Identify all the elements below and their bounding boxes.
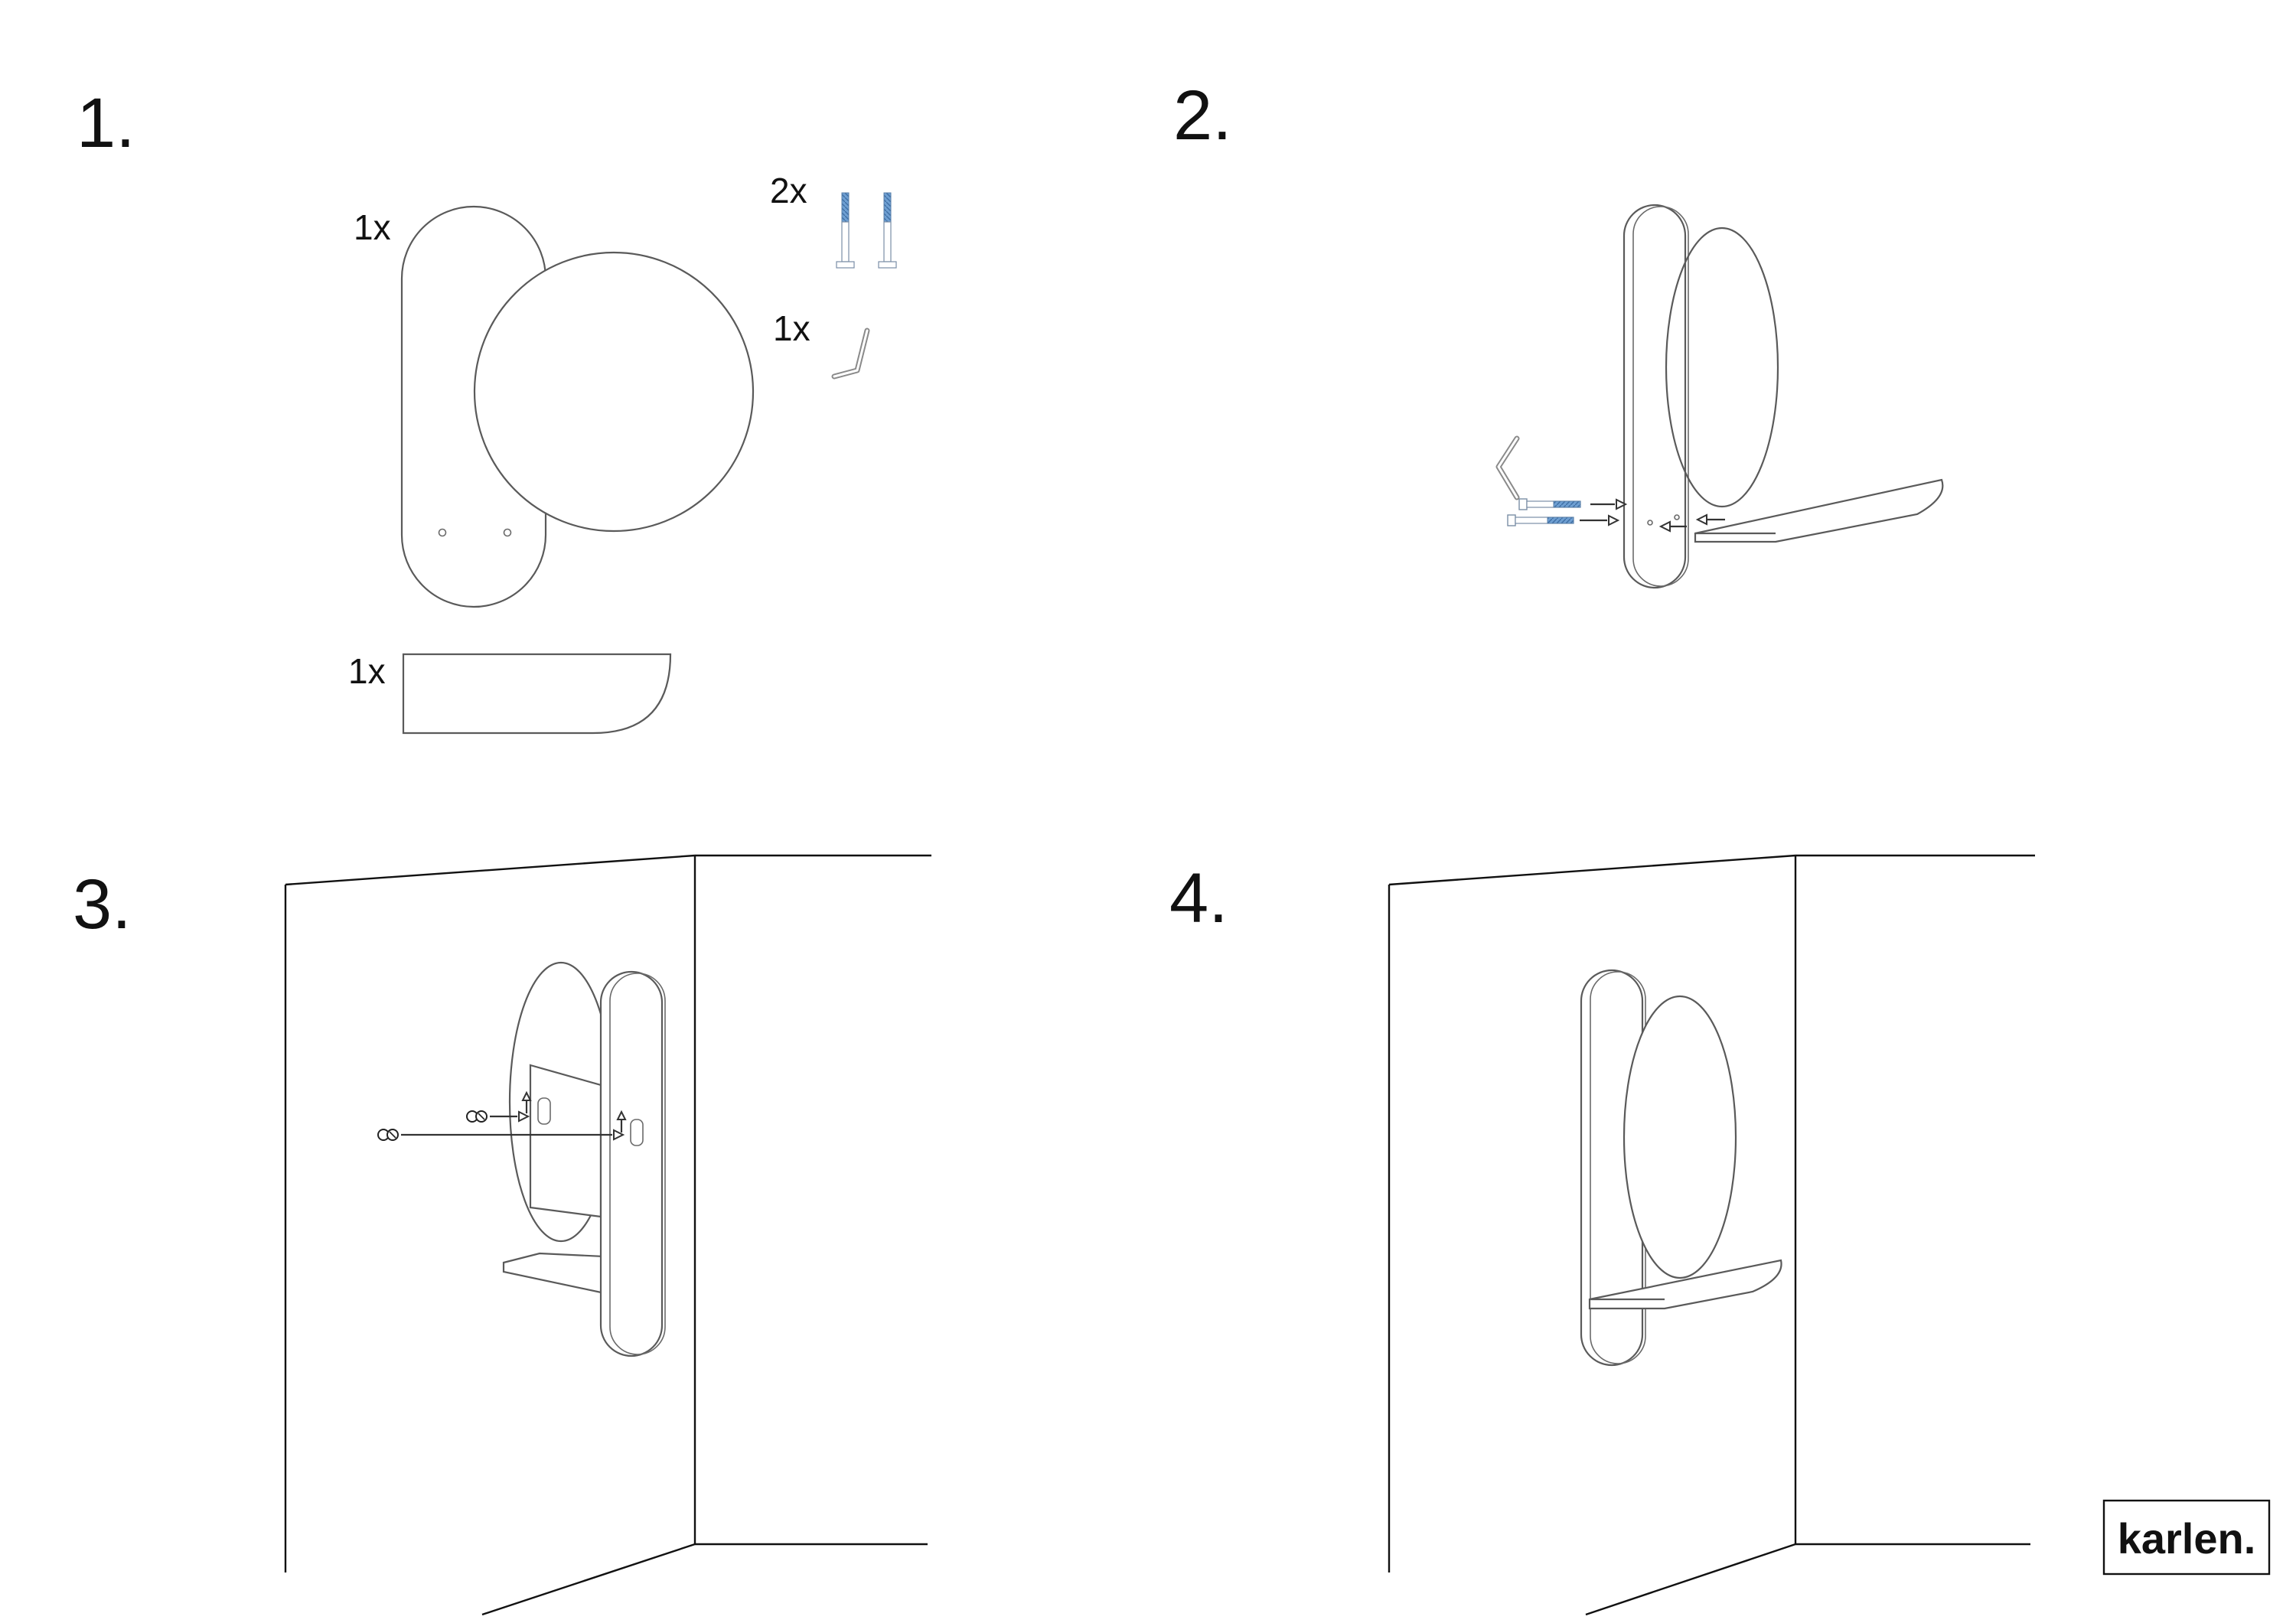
backboard-part xyxy=(599,970,664,1357)
step-1-number: 1. xyxy=(77,84,135,162)
mirror-quantity: 1x xyxy=(354,207,391,247)
keyhole-slot xyxy=(537,1097,551,1125)
round-mirror-part xyxy=(473,251,755,533)
bolt-icon xyxy=(836,192,855,269)
brand-logo: karlen. xyxy=(2102,1499,2271,1576)
bolt-icon xyxy=(1507,514,1574,526)
shelf-part xyxy=(1694,478,1944,543)
step-3-number: 3. xyxy=(73,865,132,943)
step-4-panel: 4. xyxy=(1169,854,2035,1616)
bolt-icon xyxy=(878,192,897,269)
bolt-icon xyxy=(1518,498,1581,510)
backboard-part xyxy=(1623,204,1687,589)
wall-corner xyxy=(1388,854,2035,1616)
shelf-part xyxy=(402,653,672,735)
shelf-quantity: 1x xyxy=(348,651,386,691)
mounting-plate xyxy=(529,1064,602,1218)
brand-logo-text: karlen. xyxy=(2118,1514,2256,1563)
screw-icon xyxy=(377,1129,399,1141)
shelf-part xyxy=(502,1252,606,1295)
step-2-panel: 2. xyxy=(1173,77,1944,589)
step-4-number: 4. xyxy=(1169,859,1228,937)
bolt-quantity: 2x xyxy=(770,171,807,210)
screw-hole xyxy=(1674,514,1680,520)
round-mirror-part xyxy=(1623,995,1737,1279)
step-2-number: 2. xyxy=(1173,77,1232,155)
shelf-part xyxy=(1588,1259,1782,1310)
wall-corner xyxy=(284,854,931,1616)
screw-hole xyxy=(1647,520,1653,526)
screw-hole xyxy=(438,528,447,537)
step-3-panel: 3. xyxy=(73,854,931,1616)
key-quantity: 1x xyxy=(773,308,810,348)
screw-icon xyxy=(466,1110,488,1123)
step-1-panel: 1. 1x 1x 2x 1x xyxy=(77,84,897,735)
keyhole-slot xyxy=(630,1119,644,1146)
allen-key-icon xyxy=(1495,435,1520,500)
round-mirror-part xyxy=(1665,227,1779,508)
screw-hole xyxy=(503,528,512,537)
